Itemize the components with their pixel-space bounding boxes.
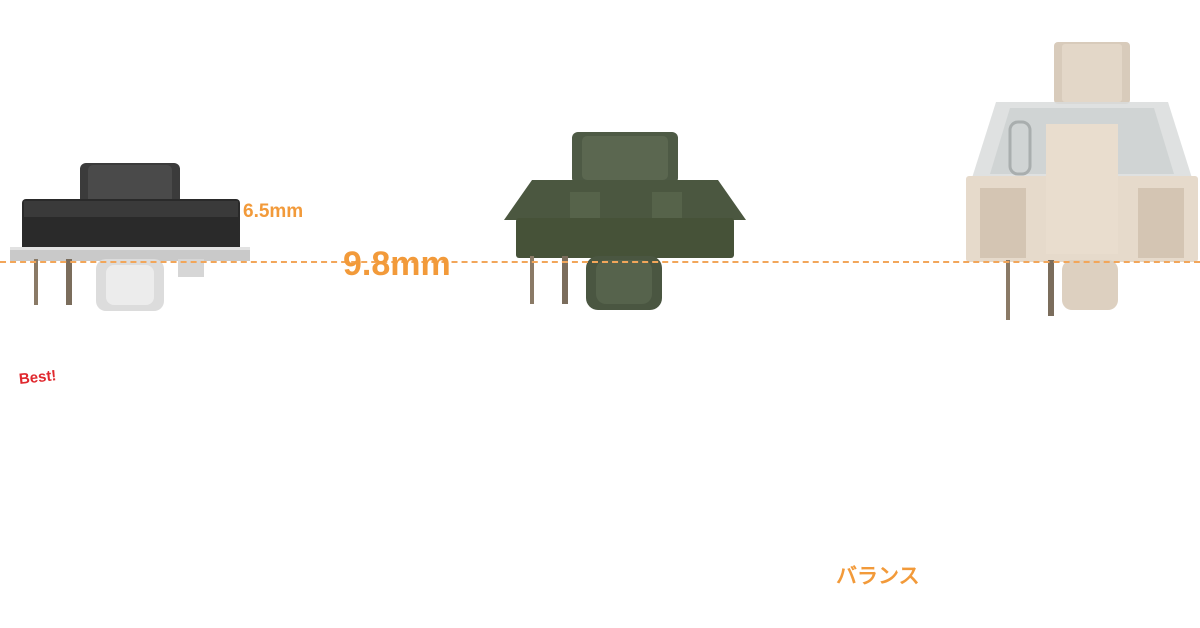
mid-profile-height-label: 9.8mm	[343, 245, 451, 283]
baseline-guide-line	[0, 261, 1200, 263]
standard-switch-image	[966, 42, 1198, 320]
low-profile-height-label: 6.5mm	[243, 201, 304, 222]
balance-label: バランス	[836, 565, 920, 588]
mid-profile-switch-image	[504, 132, 746, 310]
best-label: Best!	[18, 367, 58, 388]
low-profile-switch-image	[10, 163, 250, 311]
